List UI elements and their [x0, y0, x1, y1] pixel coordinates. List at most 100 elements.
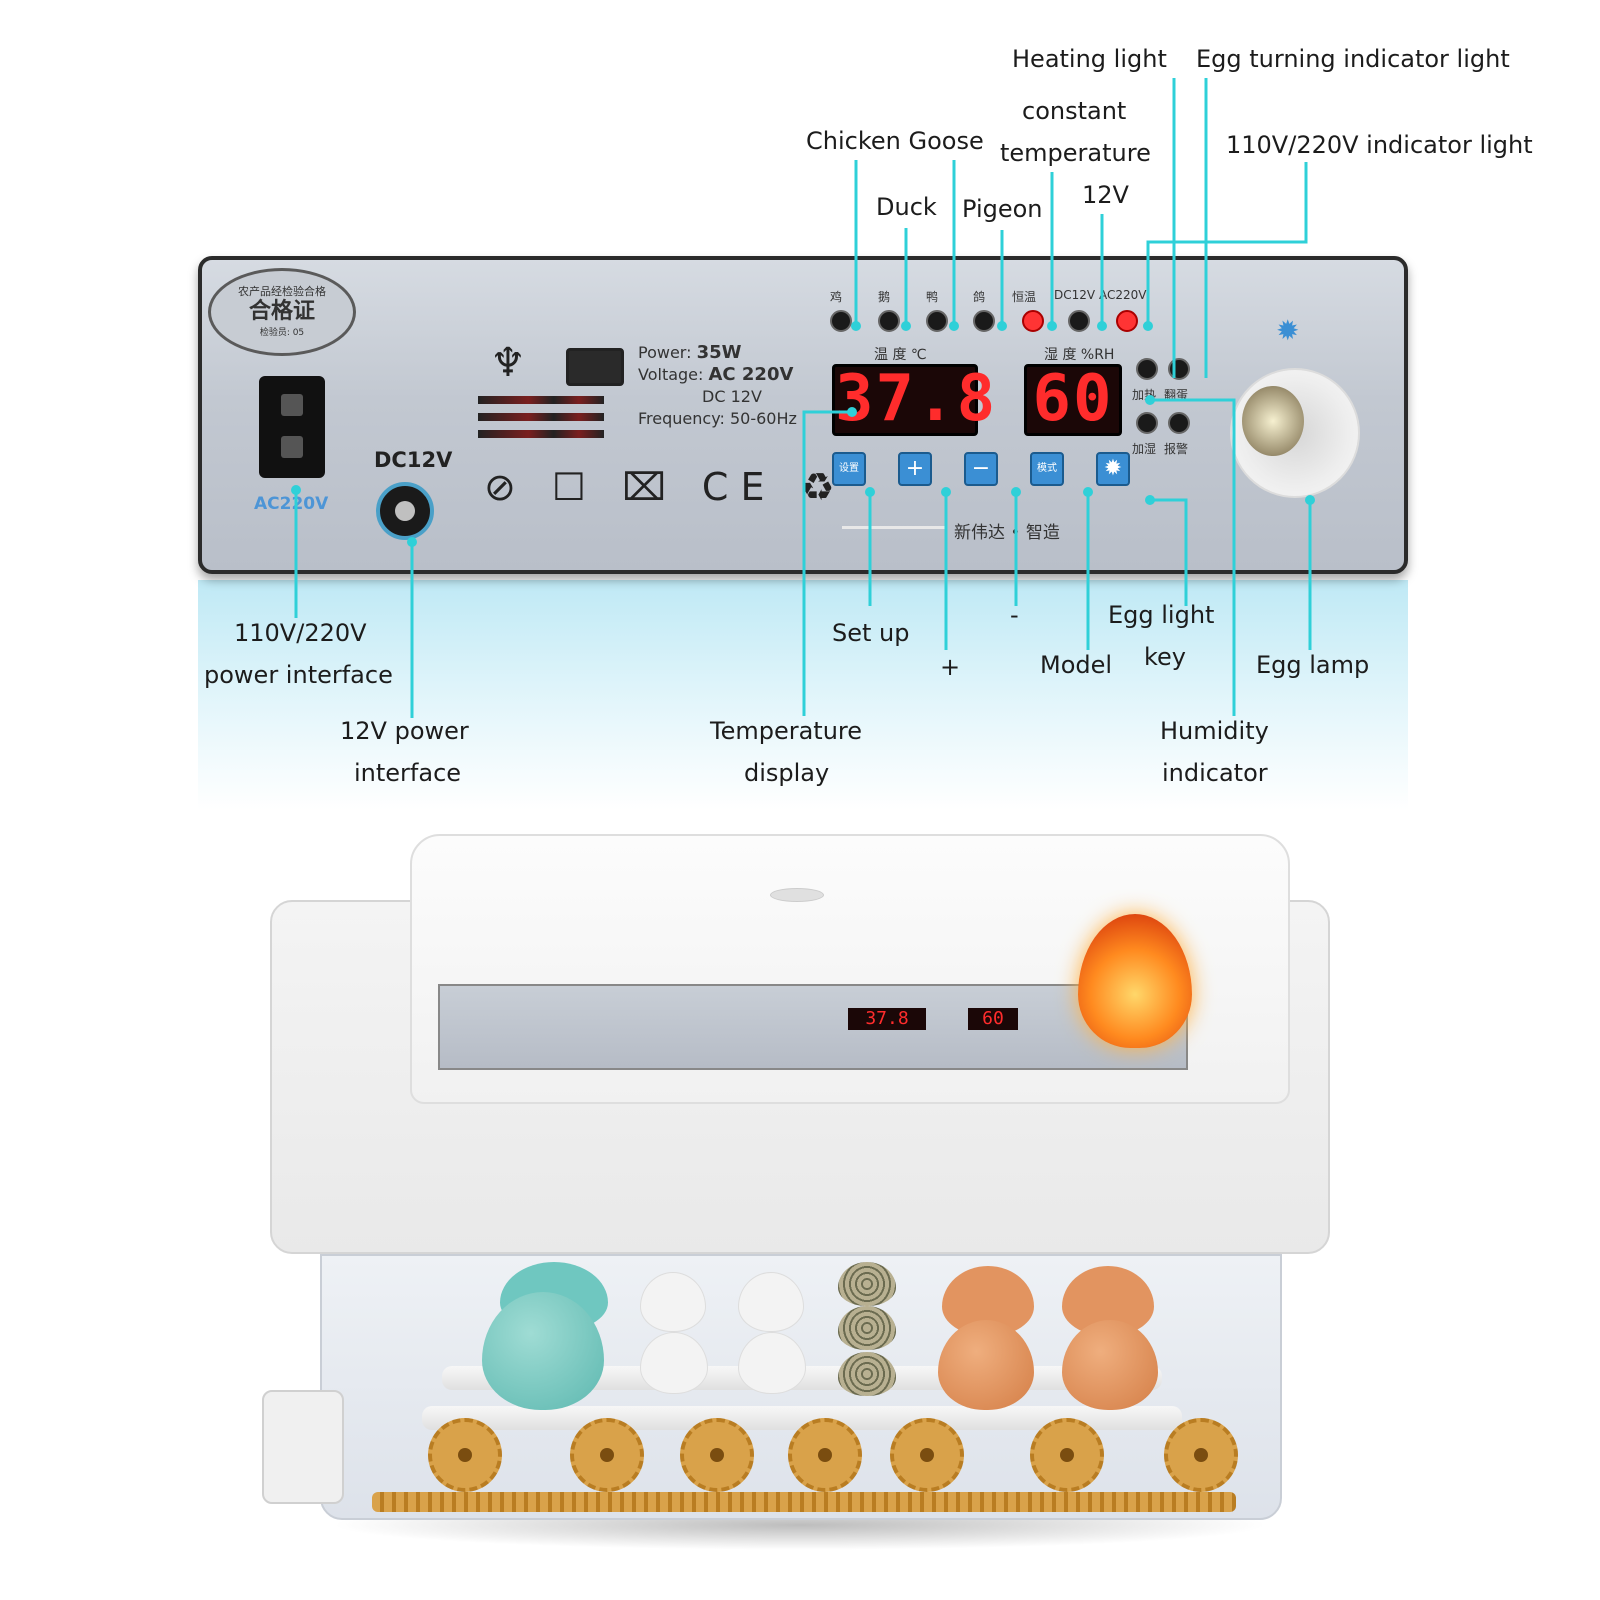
label-power-interface-2: power interface — [204, 661, 393, 689]
label-egg-lamp: Egg lamp — [1256, 651, 1370, 679]
gear-rack — [372, 1492, 1236, 1512]
egg-white — [738, 1272, 804, 1332]
leader-dot — [1047, 321, 1057, 331]
leader-dot — [407, 537, 417, 547]
leader-dot — [1145, 495, 1155, 505]
constant-temperature-led — [1022, 310, 1044, 332]
turning-gear — [570, 1418, 644, 1492]
label-dc-power-1: 12V power — [340, 717, 469, 745]
leader-dot — [865, 487, 875, 497]
heating-led — [1136, 358, 1158, 380]
led-label-dc12v: DC12V — [1054, 288, 1096, 302]
leader-dot — [941, 487, 951, 497]
leader-dot — [1083, 487, 1093, 497]
leader-temp-display — [802, 410, 852, 716]
setup-button[interactable]: 设置 — [832, 452, 866, 486]
socket-pin — [281, 394, 303, 416]
sun-icon: ✹ — [1276, 314, 1300, 347]
led-label-duck: 鸭 — [926, 290, 939, 304]
egg-white — [640, 1332, 708, 1394]
brand-text: 新伟达 • 智造 — [954, 523, 1060, 543]
leader-dot — [901, 321, 911, 331]
plus-button[interactable]: + — [898, 452, 932, 486]
label-set-up: Set up — [832, 619, 910, 647]
egg-white — [738, 1332, 806, 1394]
led-label-chicken: 鸡 — [830, 290, 843, 304]
spec-block: Power: 35W Voltage: AC 220V DC 12V Frequ… — [638, 342, 797, 430]
minus-button[interactable]: − — [964, 452, 998, 486]
egg-brown — [1062, 1320, 1158, 1410]
label-temperature: temperature — [1000, 139, 1151, 167]
label-egg-turning-light: Egg turning indicator light — [1196, 45, 1510, 73]
label-pigeon: Pigeon — [962, 195, 1043, 223]
mini-humidity-display: 60 — [968, 1008, 1018, 1030]
spec-voltage-dc: DC 12V — [702, 387, 762, 406]
certificate-seal: 农产品经检验合格 合格证 检验员: 05 — [208, 268, 356, 356]
label-key: key — [1144, 643, 1187, 671]
led-label-pigeon: 鸽 — [973, 290, 986, 304]
seal-text-main: 合格证 — [248, 299, 315, 324]
battery-icon — [566, 348, 624, 386]
water-inlet[interactable] — [262, 1390, 344, 1504]
candled-egg — [1078, 914, 1192, 1048]
egg-quail — [838, 1306, 896, 1350]
led-label-ac220v: AC220V — [1099, 288, 1147, 302]
label-humidity-1: Humidity — [1160, 717, 1269, 745]
spec-power-value: 35W — [696, 342, 742, 363]
alarm-led — [1168, 412, 1190, 434]
decorative-stripes — [478, 396, 604, 447]
temperature-display: 37.8 — [832, 364, 995, 436]
led-label-goose: 鹅 — [878, 290, 891, 304]
ac-label: AC220V — [254, 494, 329, 514]
egg-lamp-bulb — [1242, 386, 1304, 456]
turning-gear — [428, 1418, 502, 1492]
chicken-led — [830, 310, 852, 332]
turning-gear — [890, 1418, 964, 1492]
leader-dot — [1011, 487, 1021, 497]
egg-light-button[interactable]: ✹ — [1096, 452, 1130, 486]
plug-icon: ♆ — [490, 340, 526, 386]
turning-gear — [1164, 1418, 1238, 1492]
ac-power-socket[interactable] — [259, 376, 325, 478]
brand-divider — [842, 526, 946, 529]
humidity-display: 60 — [1024, 364, 1122, 436]
label-temp-display-1: Temperature — [710, 717, 863, 745]
label-temp-display-2: display — [744, 759, 830, 787]
leader-dot — [847, 407, 857, 417]
label-model: Model — [1040, 651, 1113, 679]
label-voltage-indicator: 110V/220V indicator light — [1226, 131, 1533, 159]
socket-pin — [281, 436, 303, 458]
status-label-humidify: 加湿 — [1132, 442, 1157, 456]
leader-dot — [291, 485, 301, 495]
egg-blue — [482, 1292, 604, 1410]
label-minus: - — [1010, 601, 1019, 629]
ac-voltage-led — [1116, 310, 1138, 332]
spec-power-label: Power: — [638, 343, 692, 362]
leader-dot — [997, 321, 1007, 331]
spec-voltage-label: Voltage: — [638, 365, 704, 384]
goose-led — [878, 310, 900, 332]
mini-control-panel: 37.8 60 — [438, 984, 1188, 1070]
duck-led — [926, 310, 948, 332]
leader-dot — [1305, 495, 1315, 505]
label-duck: Duck — [876, 193, 937, 221]
turning-gear — [788, 1418, 862, 1492]
label-constant: constant — [1022, 97, 1127, 125]
leader-egg-key — [1150, 498, 1188, 606]
dc-power-jack[interactable] — [376, 482, 434, 540]
model-button[interactable]: 模式 — [1030, 452, 1064, 486]
egg-brown — [938, 1320, 1034, 1410]
leader-dot — [1145, 395, 1155, 405]
turning-gear — [1030, 1418, 1104, 1492]
egg-white — [640, 1272, 706, 1332]
label-egg-light: Egg light — [1108, 601, 1215, 629]
egg-quail — [838, 1352, 896, 1396]
leader-voltage — [1146, 162, 1308, 326]
seal-text-bottom: 检验员: 05 — [259, 328, 305, 338]
dc-label: DC12V — [374, 448, 453, 472]
air-vent — [770, 888, 824, 902]
humidify-led — [1136, 412, 1158, 434]
leader-dot — [851, 321, 861, 331]
